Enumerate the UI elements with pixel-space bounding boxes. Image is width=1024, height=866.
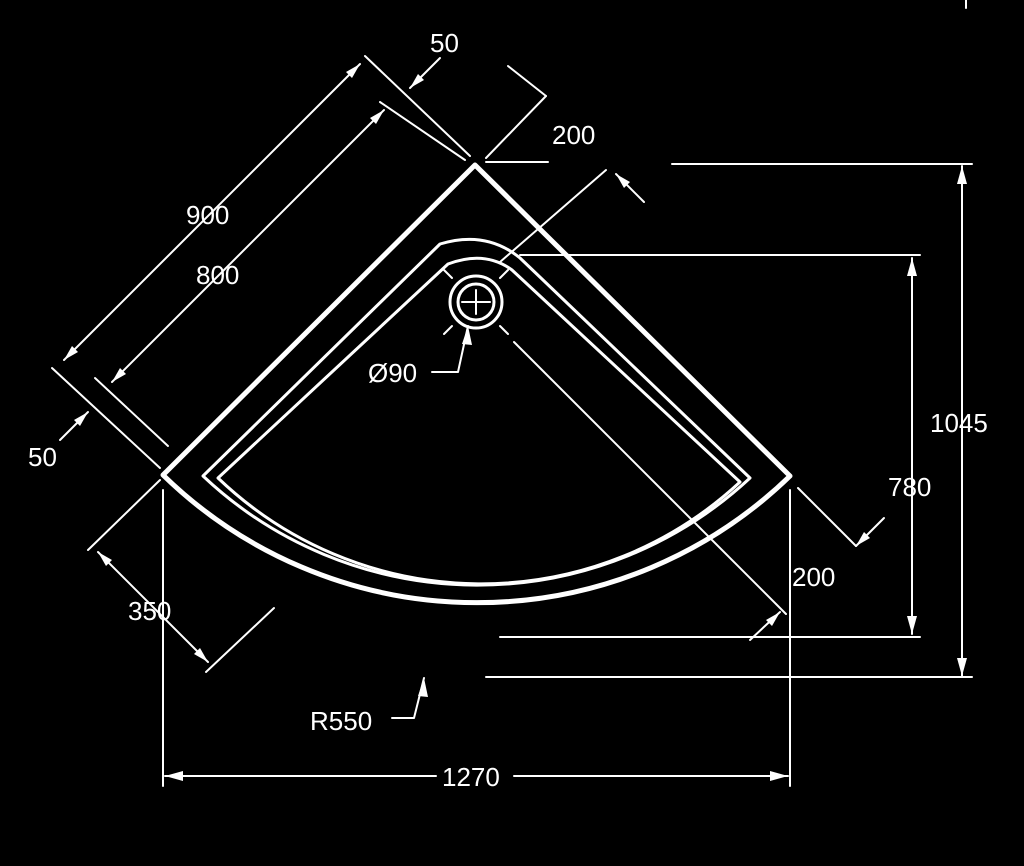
dimension-lines (51, 0, 973, 787)
dim-label-900: 900 (186, 200, 229, 230)
dimension-labels: 50 200 900 800 50 Ø90 1045 780 200 350 R… (28, 28, 988, 792)
drain-inner-circle (456, 282, 496, 322)
dim-label-800: 800 (196, 260, 239, 290)
arrowhead (418, 678, 428, 697)
arrowhead (856, 532, 870, 546)
drain-leader (431, 325, 469, 373)
dim-label-left-50: 50 (28, 442, 57, 472)
arrowhead (957, 658, 967, 676)
dim-label-1045: 1045 (930, 408, 988, 438)
leader-line (499, 169, 607, 263)
arrowhead (346, 64, 360, 78)
arrowhead (907, 258, 917, 276)
extension-line (364, 55, 471, 157)
dim-label-top-50: 50 (430, 28, 459, 58)
arrowhead (112, 368, 126, 382)
arrowhead (74, 412, 88, 426)
drain-center-mark (443, 269, 453, 279)
extension-line (205, 607, 275, 673)
arrowhead (64, 346, 78, 360)
extension-line (51, 367, 161, 469)
arrowhead (957, 166, 967, 184)
drain-center-mark (499, 269, 509, 279)
arrowhead (194, 648, 208, 662)
drain-leader-arrow (462, 326, 472, 345)
tray-outline (160, 162, 793, 606)
dim-label-drain: Ø90 (368, 358, 417, 388)
arrowhead (410, 74, 424, 88)
arrowhead (907, 616, 917, 634)
dimension-line-800 (111, 109, 385, 383)
drain-center-mark (499, 325, 509, 335)
extension-line (87, 479, 161, 551)
dimension-line-200-top (485, 95, 547, 159)
extension-line (507, 65, 547, 97)
dim-label-1270: 1270 (442, 762, 500, 792)
dim-label-350: 350 (128, 596, 171, 626)
arrowhead (766, 612, 780, 626)
drain-symbol (431, 269, 509, 373)
arrowhead (98, 552, 112, 566)
extension-line (94, 377, 169, 447)
dimension-line-200-lower (513, 341, 787, 615)
dim-label-top-200: 200 (552, 120, 595, 150)
tray-basin-line (216, 256, 742, 586)
dim-label-radius: R550 (310, 706, 372, 736)
dim-label-780: 780 (888, 472, 931, 502)
arrowhead (616, 174, 630, 188)
dimension-line-900 (63, 63, 361, 361)
dimension-line-350 (97, 551, 209, 663)
arrowhead (165, 771, 183, 781)
arrowhead (370, 110, 384, 124)
tray-outer-outline (160, 162, 793, 606)
extension-line (379, 101, 466, 161)
extension-line (797, 487, 857, 547)
drain-center-mark (443, 325, 453, 335)
dim-label-right-200: 200 (792, 562, 835, 592)
arrowhead (770, 771, 788, 781)
drain-outer-circle (448, 274, 504, 330)
radius-leader (391, 677, 425, 719)
